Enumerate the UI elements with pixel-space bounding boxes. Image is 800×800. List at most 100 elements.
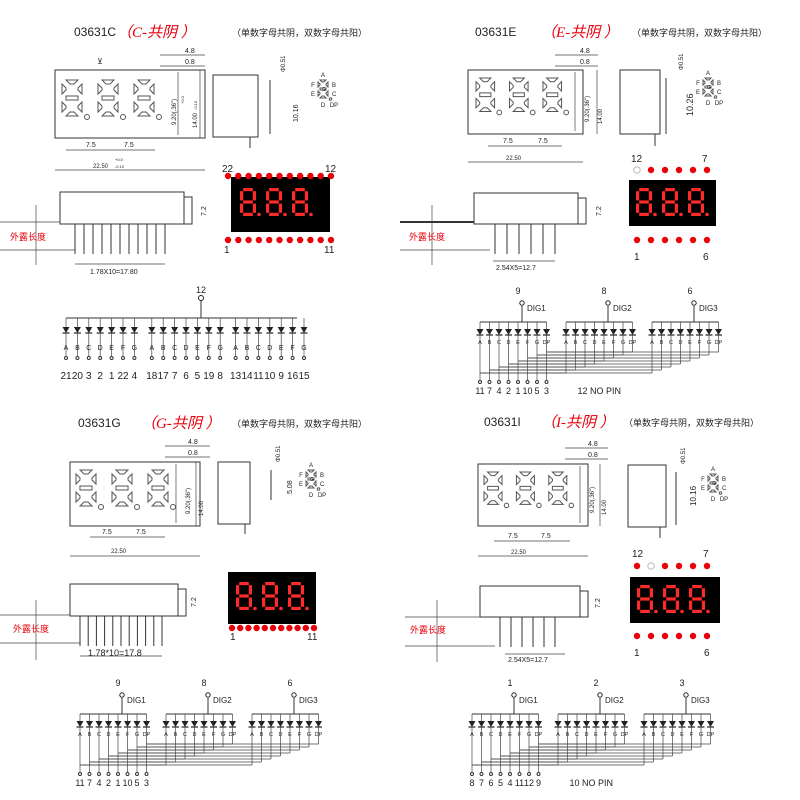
digit-segment: [149, 82, 155, 96]
digit-segment: [306, 469, 316, 473]
dim-d2: 0.8: [588, 452, 598, 459]
led-segment: [675, 600, 679, 610]
pin-number: 15: [298, 371, 310, 382]
body-height: 7.2: [595, 598, 602, 608]
led-digits: [637, 585, 710, 614]
digit-segment: [150, 469, 166, 475]
exposed-length-label: 外露长度: [10, 231, 46, 242]
led-digits: [636, 188, 709, 217]
char-height: 9.20(.36"): [590, 487, 596, 513]
diode-icon: [707, 721, 714, 727]
led-segment: [640, 609, 650, 613]
digit-segment: [548, 474, 553, 486]
pin-dot: [224, 172, 232, 180]
digit-segment: [111, 490, 117, 504]
pin-dot: [689, 166, 697, 174]
pin-dot: [307, 236, 314, 244]
seg-label-dp: DP: [318, 493, 326, 499]
segment-label: F: [290, 345, 294, 352]
diode-icon: [487, 721, 495, 727]
header-note: （单数字母共阴，双数字母共阳）: [632, 27, 767, 38]
no-pin-note: 12 NO PIN: [578, 386, 622, 396]
decimal-point: [536, 502, 542, 509]
digit-segment: [319, 87, 327, 91]
pin-number: 11: [253, 371, 264, 382]
pin-number: 3: [544, 386, 549, 396]
diode-icon: [248, 721, 256, 727]
pin-number: 16: [287, 371, 299, 382]
seg-label-dp: DP: [715, 101, 723, 107]
char-height: 9.20(.36"): [186, 488, 192, 514]
pin-number: 4: [96, 778, 101, 788]
seg-label-f: F: [696, 81, 700, 87]
led-top-pins: [633, 166, 711, 174]
pin-dot: [224, 236, 232, 244]
pin-dot: [269, 624, 277, 632]
pin-terminal: [506, 380, 511, 384]
led-pin-bottom-right: 6: [703, 252, 709, 263]
pin-dot: [286, 172, 293, 180]
digit-pitch-2: 7.5: [124, 142, 134, 149]
segment-label: E: [195, 345, 200, 352]
dim-d1: 4.8: [188, 439, 198, 446]
diode-icon: [105, 721, 112, 727]
digit-segment: [479, 92, 492, 98]
digit-segment: [65, 95, 79, 101]
height: 14.00: [602, 499, 608, 515]
led-segment: [700, 191, 704, 201]
led-bottom-pins: [228, 624, 318, 632]
segment-label: B: [245, 345, 250, 352]
bottom-body: [69, 583, 179, 617]
digit-segment: [307, 477, 315, 481]
digit-segment: [709, 481, 717, 485]
pin-diameter: Φ0.51: [276, 445, 282, 462]
diode-icon: [495, 329, 503, 335]
led-segment: [674, 191, 678, 201]
led-segment: [691, 212, 701, 216]
led-segment: [240, 191, 244, 201]
pin-number: 4: [496, 386, 501, 396]
pin-span: 2.54X5=12.7: [508, 657, 548, 664]
diode-icon: [514, 329, 522, 335]
led-decimal-point: [653, 212, 657, 217]
pin-number: 18: [146, 371, 158, 382]
digit-segment: [542, 97, 548, 109]
diode-icon: [76, 721, 84, 727]
seg-label-g: G: [707, 85, 711, 91]
diode-icon: [524, 329, 531, 335]
led-segment: [243, 188, 253, 192]
pin-terminal: [256, 356, 261, 360]
led-segment: [692, 585, 702, 589]
led-segment: [666, 609, 676, 613]
body-height: 7.2: [201, 206, 208, 216]
led-pin-top-right: 12: [325, 164, 337, 175]
pin-legs: [74, 224, 166, 254]
digit-pin-number: 8: [201, 678, 206, 688]
digit-segment: [704, 85, 712, 89]
front-digits: [475, 77, 570, 116]
body-height: 7.2: [596, 206, 603, 216]
digit-pitch-1: 7.5: [102, 529, 112, 536]
pin-number: 8: [217, 371, 223, 382]
pin-legs: [494, 224, 556, 254]
digit-segment: [127, 490, 133, 504]
digit-segment: [548, 490, 553, 503]
led-segment: [637, 600, 641, 610]
terminal-icon: [205, 692, 211, 698]
decimal-point: [568, 502, 575, 509]
diode-icon: [659, 721, 667, 727]
led-segment: [262, 597, 266, 607]
common-pin-number: 12: [196, 285, 206, 295]
pin-dot: [278, 624, 285, 632]
led-segment: [665, 188, 675, 192]
pin-number: 3: [144, 778, 149, 788]
digit-segment: [147, 472, 153, 486]
segment-label: E: [109, 345, 114, 352]
led-segment: [648, 203, 652, 213]
digit-segment: [147, 490, 153, 504]
diode-icon: [468, 721, 476, 727]
pin-dot: [633, 236, 641, 244]
led-pin-bottom-left: 1: [634, 252, 640, 263]
